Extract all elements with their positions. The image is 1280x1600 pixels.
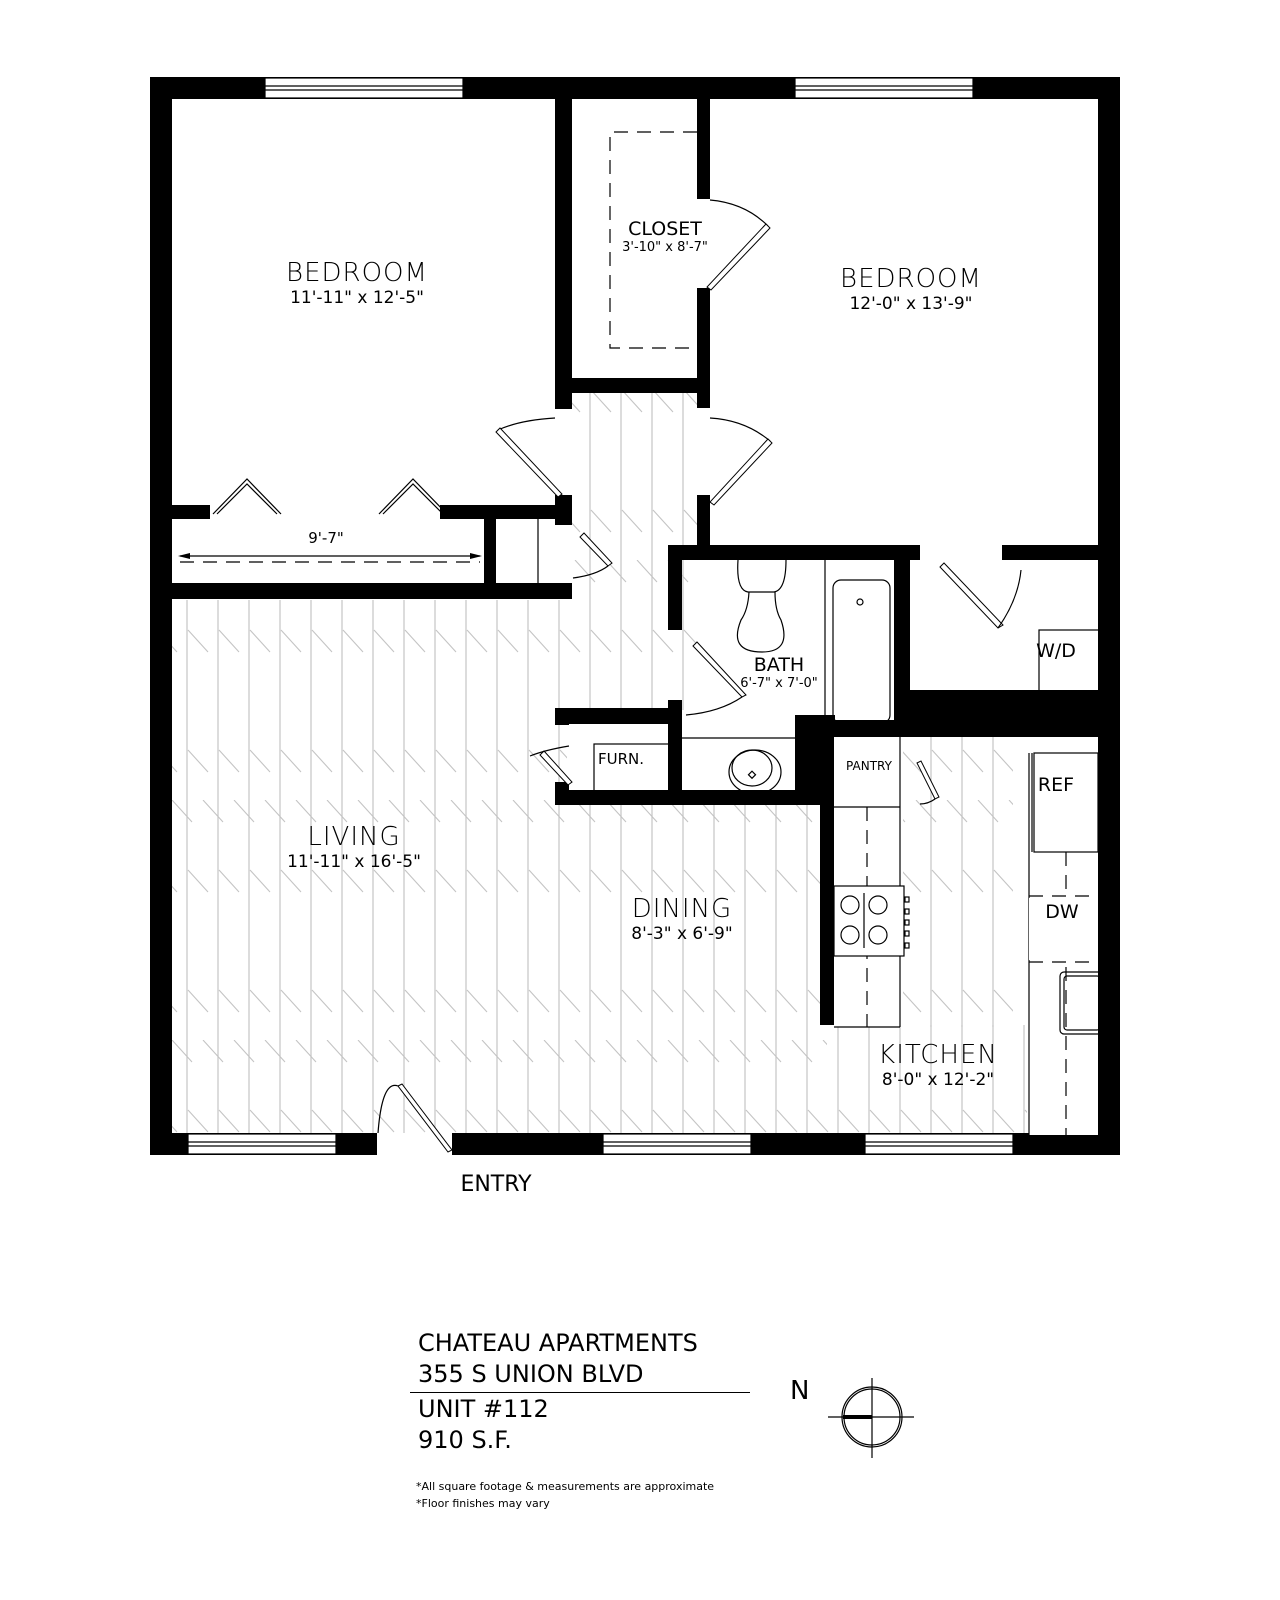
room-dimensions: 6'-7" x 7'-0"	[740, 676, 818, 691]
room-label-dining: DINING 8'-3" x 6'-9"	[631, 894, 732, 944]
room-name: CLOSET	[628, 218, 702, 240]
bedroom-1-door	[495, 417, 563, 498]
entry-door	[377, 1083, 453, 1153]
interior-walls	[172, 99, 1098, 1025]
room-dimensions: 8'-3" x 6'-9"	[631, 924, 733, 944]
room-dimensions: 11'-11" x 12'-5"	[290, 288, 424, 308]
closet-door	[706, 199, 771, 291]
furnace-closet	[529, 743, 671, 802]
note-measurements: *All square footage & measurements are a…	[416, 1480, 715, 1493]
property-name: CHATEAU APARTMENTS	[418, 1329, 698, 1357]
washer-dryer-label: W/D	[1036, 640, 1076, 662]
unit-number: UNIT #112	[418, 1395, 549, 1423]
room-label-bedroom-2: BEDROOM 12'-0" x 13'-9"	[840, 264, 982, 314]
room-name: BEDROOM	[286, 258, 428, 288]
room-label-bath: BATH 6'-7" x 7'-0"	[740, 654, 818, 691]
room-dimensions: 8'-0" x 12'-2"	[881, 1070, 995, 1090]
room-dimensions: 3'-10" x 8'-7"	[622, 240, 708, 255]
bifold-closet-doors	[178, 478, 482, 563]
washer-dryer-box	[1038, 629, 1113, 698]
room-label-closet: CLOSET 3'-10" x 8'-7"	[622, 218, 708, 255]
linen-closet-door	[537, 519, 613, 583]
room-name: DINING	[631, 894, 733, 924]
entry-opening	[377, 1133, 452, 1155]
north-arrow-icon	[828, 1378, 914, 1458]
room-name: KITCHEN	[878, 1040, 998, 1070]
bedroom-2-door	[709, 417, 773, 506]
room-name: BEDROOM	[840, 264, 982, 294]
furnace-label: FURN.	[597, 750, 645, 768]
bath-fixtures	[682, 559, 891, 795]
room-name: LIVING	[307, 822, 401, 852]
laundry-area	[939, 562, 1113, 698]
room-dimensions: 12'-0" x 13'-9"	[849, 294, 973, 314]
square-footage: 910 S.F.	[418, 1426, 512, 1454]
property-address: 355 S UNION BLVD	[418, 1360, 644, 1388]
windows	[187, 77, 1014, 1155]
title-block: CHATEAU APARTMENTS 355 S UNION BLVD UNIT…	[418, 1328, 698, 1456]
kitchen-fixtures	[833, 737, 1107, 1135]
disclaimer-notes: *All square footage & measurements are a…	[416, 1478, 714, 1512]
refrigerator-label: REF	[1037, 774, 1075, 796]
closet-shelf-outline	[609, 131, 697, 349]
north-label: N	[790, 1376, 810, 1406]
note-finishes: *Floor finishes may vary	[416, 1497, 550, 1510]
room-dimensions: 11'-11" x 16'-5"	[287, 852, 421, 872]
room-label-bedroom-1: BEDROOM 11'-11" x 12'-5"	[286, 258, 428, 308]
hardwood-floor	[172, 390, 1027, 1135]
closet-width-dimension: 9'-7"	[308, 529, 344, 547]
room-label-kitchen: KITCHEN 8'-0" x 12'-2"	[878, 1040, 998, 1090]
entry-label: ENTRY	[460, 1172, 532, 1197]
room-name: BATH	[753, 654, 805, 676]
dishwasher-label: DW	[1045, 901, 1079, 923]
pantry-label: PANTRY	[846, 759, 892, 773]
room-label-living: LIVING 11'-11" x 16'-5"	[287, 822, 421, 872]
title-divider	[410, 1392, 750, 1393]
